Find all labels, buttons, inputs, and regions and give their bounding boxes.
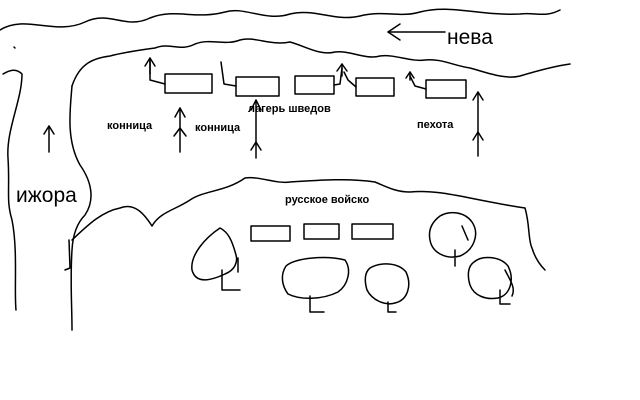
arrow-neva-flow xyxy=(387,23,446,41)
tent-flag-4 xyxy=(343,71,357,88)
izhora-shore-mark xyxy=(64,239,71,271)
bush-4 xyxy=(428,211,477,267)
infantry-label: пехота xyxy=(417,119,454,131)
tent-flag-5 xyxy=(409,75,427,90)
stray-dot xyxy=(13,46,16,49)
russian-unit-1 xyxy=(250,225,291,242)
bush-5-detail xyxy=(504,269,515,297)
swedish-tent-5 xyxy=(425,79,467,99)
cavalry-label-left: конница xyxy=(107,120,153,132)
arrow-swedish-left xyxy=(144,57,156,75)
arrow-swedish-right xyxy=(336,63,348,77)
russian-unit-3 xyxy=(351,223,394,240)
russian-army-label: русское войско xyxy=(285,194,370,206)
bush-5 xyxy=(467,256,512,305)
neva-label: нева xyxy=(447,26,493,49)
neva-top-bank xyxy=(0,8,561,31)
swedish-tent-2 xyxy=(235,76,280,97)
russian-front-line xyxy=(71,176,546,271)
arrow-izhora xyxy=(43,125,55,153)
swedish-tent-3 xyxy=(294,75,335,95)
izhora-left-bank xyxy=(2,69,23,311)
arrow-infantry xyxy=(472,91,484,157)
tent-flag-1 xyxy=(149,59,166,85)
arrow-cavalry-left xyxy=(173,107,187,153)
swedish-tent-4 xyxy=(355,77,395,97)
bush-2 xyxy=(281,256,350,313)
arrow-swedish-far-right xyxy=(405,71,415,81)
cavalry-label-right: конница xyxy=(195,122,241,134)
swedish-tent-1 xyxy=(164,73,213,94)
izhora-label: ижора xyxy=(16,184,77,207)
arrow-cavalry-right xyxy=(250,99,262,159)
swedish-camp-label: лагерь шведов xyxy=(248,103,331,115)
bush-3 xyxy=(364,263,410,313)
neva-bottom-bank xyxy=(71,38,571,87)
russian-unit-2 xyxy=(303,223,340,240)
tent-flag-2 xyxy=(220,61,237,87)
izhora-right-bank xyxy=(69,85,92,331)
bush-1 xyxy=(191,227,241,291)
